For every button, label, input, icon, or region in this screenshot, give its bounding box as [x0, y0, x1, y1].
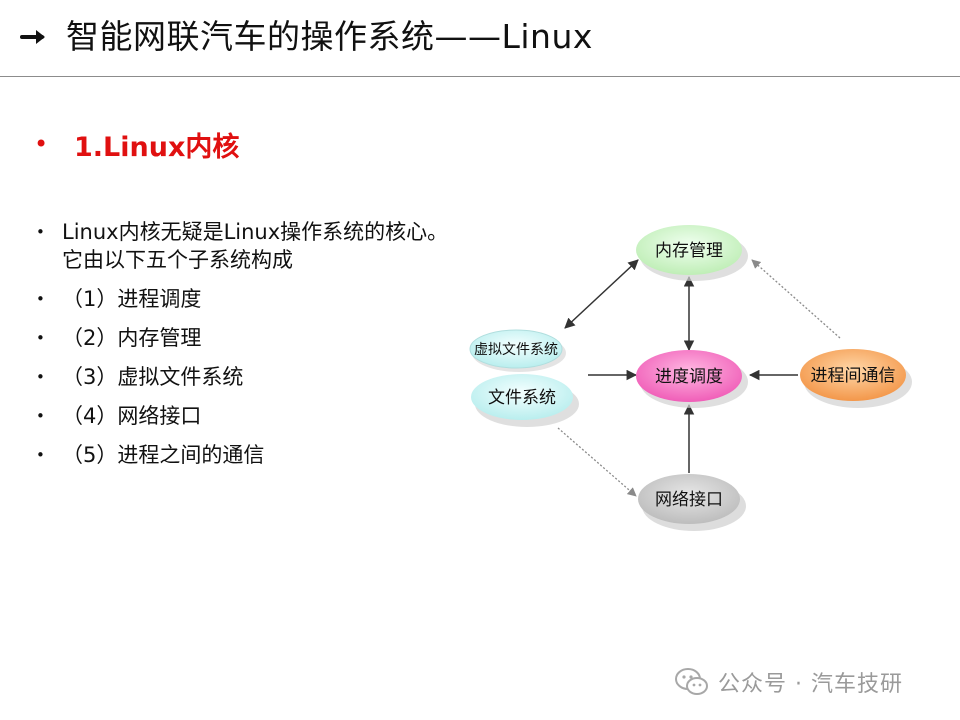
edge-filesystem-network	[557, 427, 637, 497]
bullet-text: （2）内存管理	[62, 326, 202, 350]
bullet-marker: •	[36, 223, 45, 241]
node-filesystem-stack: 文件系统 虚拟文件系统	[469, 329, 579, 427]
bullet-marker: •	[36, 329, 45, 347]
arrow-right-icon	[20, 30, 45, 44]
bullet-text: （1）进程调度	[62, 287, 202, 311]
list-item: • （1）进程调度	[36, 285, 466, 313]
node-vfs-label: 虚拟文件系统	[474, 342, 558, 358]
list-item: • （2）内存管理	[36, 324, 466, 352]
bullet-text: （4）网络接口	[62, 404, 202, 428]
bullet-marker: •	[36, 446, 45, 464]
slide-title-bar: 智能网联汽车的操作系统——Linux	[0, 0, 960, 78]
section-heading: • 1.Linux内核	[34, 122, 239, 166]
list-item: • （3）虚拟文件系统	[36, 363, 466, 391]
node-ipc-label: 进程间通信	[811, 366, 896, 386]
node-scheduler-label: 进度调度	[655, 367, 723, 387]
watermark-text: 公众号 · 汽车技研	[718, 672, 903, 697]
bullet-marker: •	[36, 368, 45, 386]
bullet-text: （5）进程之间的通信	[62, 443, 265, 467]
list-item: • （5）进程之间的通信	[36, 441, 466, 469]
node-scheduler: 进度调度	[636, 350, 748, 408]
node-filesystem-label: 文件系统	[488, 388, 556, 408]
bullet-text: Linux内核无疑是Linux操作系统的核心。它由以下五个子系统构成	[62, 220, 449, 272]
edge-memory-filesystem	[564, 259, 639, 329]
slide-title: 智能网联汽车的操作系统——Linux	[66, 17, 593, 56]
node-memory-label: 内存管理	[655, 241, 723, 261]
node-ipc: 进程间通信	[800, 349, 912, 408]
bullet-marker: •	[36, 290, 45, 308]
watermark: 公众号 · 汽车技研	[674, 664, 903, 700]
list-item: • Linux内核无疑是Linux操作系统的核心。它由以下五个子系统构成	[36, 218, 466, 274]
kernel-subsystem-diagram: 内存管理 进度调度 文件系统 虚拟文件系统 进程间通信 网络接口	[460, 210, 930, 540]
node-network: 网络接口	[638, 474, 746, 531]
section-heading-label: 1.Linux内核	[74, 131, 240, 163]
node-network-label: 网络接口	[655, 490, 723, 510]
diagram-canvas: 内存管理 进度调度 文件系统 虚拟文件系统 进程间通信 网络接口	[469, 225, 912, 531]
list-item: • （4）网络接口	[36, 402, 466, 430]
wechat-icon	[675, 668, 708, 695]
bullet-marker: •	[36, 407, 45, 425]
bullet-list: • Linux内核无疑是Linux操作系统的核心。它由以下五个子系统构成 • （…	[36, 218, 466, 480]
bullet-text: （3）虚拟文件系统	[62, 365, 244, 389]
section-bullet: •	[34, 130, 49, 158]
edge-ipc-memory	[751, 259, 841, 339]
title-divider	[0, 76, 960, 77]
node-memory: 内存管理	[636, 225, 748, 281]
